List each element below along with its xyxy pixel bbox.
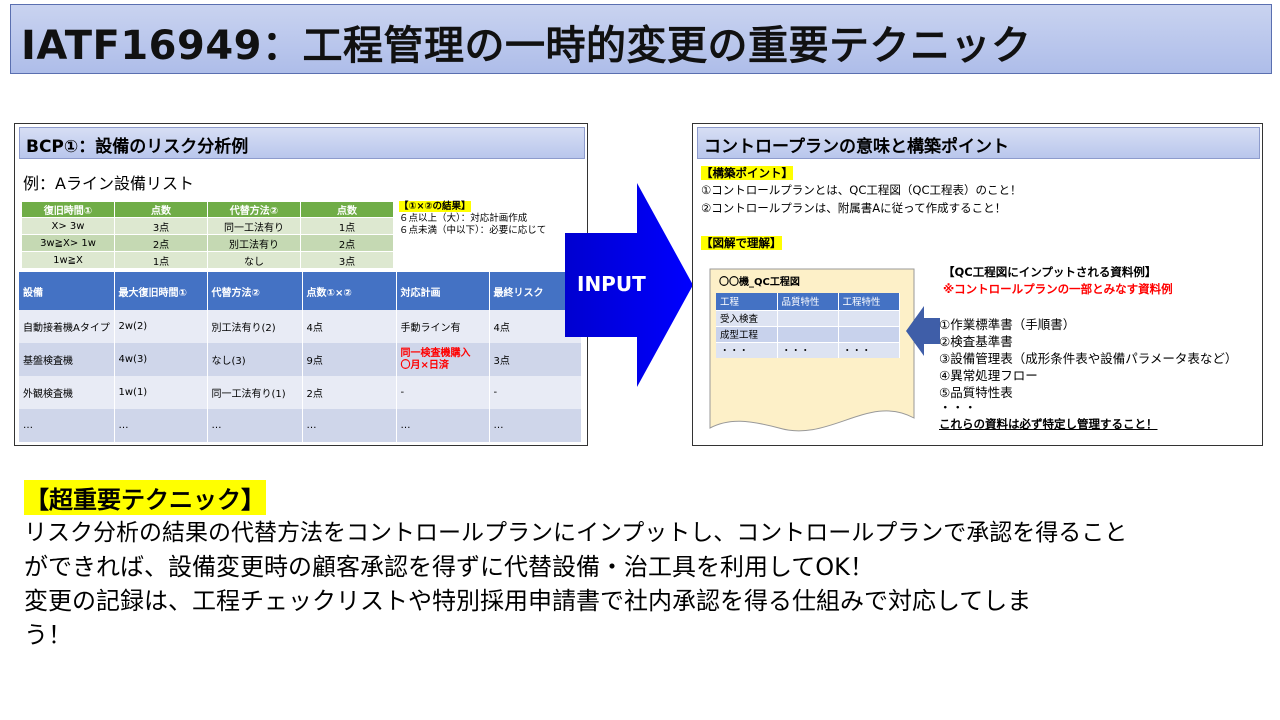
risk-cell: 基盤検査機 [19,343,115,376]
qc-chart-title: 〇〇機_QC工程図 [719,277,800,288]
score-header: 代替方法② [207,201,301,218]
risk-cell: … [489,409,582,442]
technique-line: う！ [24,621,72,649]
risk-cell: … [207,409,303,442]
score-header: 点数 [300,201,394,218]
risk-cell-plan-highlight: 同一検査機購入 〇月×日済 [396,343,490,376]
risk-cell: 9点 [302,343,397,376]
qc-header: 工程 [716,293,778,310]
risk-cell: 4w(3) [114,343,208,376]
score-cell: 2点 [300,234,394,252]
risk-cell: … [302,409,397,442]
result-note: 【①×②の結果】 ６点以上（大）：対応計画作成 ６点未満（中以下）：必要に応じて [399,201,546,237]
score-cell: X> 3w [21,217,115,235]
qc-header: 工程特性 [838,293,900,310]
risk-cell: 2w(2) [114,310,208,343]
risk-header: 代替方法② [207,272,303,310]
qc-cell: 成型工程 [716,325,778,342]
score-header: 復旧時間① [21,201,115,218]
technique-line: 変更の記録は、工程チェックリストや特別採用申請書で社内承認を得る仕組みで対応して… [24,587,1032,615]
result-line: ６点以上（大）：対応計画作成 [399,213,528,224]
risk-cell: 別工法有り(2) [207,310,303,343]
control-plan-header: コントロープランの意味と構築ポイント [697,127,1260,159]
score-cell: 同一工法有り [207,217,301,235]
input-heading: 【QC工程図にインプットされる資料例】 [943,265,1157,279]
score-cell: 3点 [114,217,208,235]
point-heading: 【構築ポイント】 [701,166,793,180]
point-line: ②コントロールプランは、附属書Aに従って作成すること！ [701,201,1007,215]
technique-body: リスク分析の結果の代替方法をコントロールプランにインプットし、コントロールプラン… [24,516,1264,652]
result-heading: 【①×②の結果】 [399,201,471,212]
example-label: 例：Aライン設備リスト [23,174,194,193]
control-plan-panel: コントロープランの意味と構築ポイント 【構築ポイント】 ①コントロールプランとは… [692,123,1263,446]
risk-cell: … [19,409,115,442]
risk-cell: 2点 [302,376,397,409]
input-item: ⑤品質特性表 [939,385,1013,400]
input-note: ※コントロールプランの一部とみなす資料例 [943,282,1173,296]
risk-cell: - [396,376,490,409]
score-cell: 3w≧X> 1w [21,234,115,252]
risk-table: 設備 最大復旧時間① 代替方法② 点数①×② 対応計画 最終リスク 自動接着機A… [19,272,582,442]
qc-cell: ・・・ [838,341,900,358]
result-line: ６点未満（中以下）：必要に応じて [399,225,547,236]
score-cell: 2点 [114,234,208,252]
risk-header: 設備 [19,272,115,310]
risk-cell: 3点 [489,343,582,376]
bcp-panel-header: BCP①：設備のリスク分析例 [19,127,585,159]
risk-cell: 4点 [302,310,397,343]
risk-cell: 同一工法有り(1) [207,376,303,409]
title-bar: IATF16949：工程管理の一時的変更の重要テクニック [10,4,1272,74]
risk-cell: なし(3) [207,343,303,376]
closing-note: これらの資料は必ず特定し管理すること！ [939,417,1158,431]
qc-cell [838,325,900,342]
input-item: ④異常処理フロー [939,368,1038,383]
qc-cell: ・・・ [716,341,778,358]
diagram-heading: 【図解で理解】 [701,236,782,250]
qc-cell: 受入検査 [716,309,778,326]
page-title: IATF16949：工程管理の一時的変更の重要テクニック [21,23,1032,69]
input-item: ①作業標準書（手順書） [939,317,1076,332]
input-item: ・・・ [939,400,977,415]
risk-header: 対応計画 [396,272,490,310]
qc-table: 工程 品質特性 工程特性 受入検査 成型工程 ・・・ ・・・ ・・・ [716,293,900,358]
risk-cell: - [489,376,582,409]
risk-cell: 自動接着機Aタイプ [19,310,115,343]
technique-line: ができれば、設備変更時の顧客承認を得ずに代替設備・治工具を利用してOK！ [24,553,874,581]
qc-cell [777,325,839,342]
point-line: ①コントロールプランとは、QC工程図（QC工程表）のこと！ [701,183,1022,197]
input-arrow-icon [565,183,693,387]
score-cell: 1w≧X [21,251,115,269]
technique-line: リスク分析の結果の代替方法をコントロールプランにインプットし、コントロールプラン… [24,520,1128,546]
risk-cell: … [114,409,208,442]
risk-header: 点数①×② [302,272,397,310]
score-cell: なし [207,251,301,269]
left-arrow-icon [906,306,940,356]
risk-header: 最大復旧時間① [114,272,208,310]
control-plan-title: コントロープランの意味と構築ポイント [704,137,1009,157]
qc-header: 品質特性 [777,293,839,310]
bcp-panel-title: BCP①：設備のリスク分析例 [26,137,249,157]
qc-cell: ・・・ [777,341,839,358]
qc-cell [777,309,839,326]
input-item: ③設備管理表（成形条件表や設備パラメータ表など） [939,351,1238,366]
score-table: 復旧時間① 点数 代替方法② 点数 X> 3w 3点 同一工法有り 1点 3w≧… [21,201,394,269]
bcp-risk-panel: BCP①：設備のリスク分析例 例：Aライン設備リスト 復旧時間① 点数 代替方法… [14,123,588,446]
score-cell: 別工法有り [207,234,301,252]
input-arrow-label: INPUT [577,272,646,296]
technique-label: 【超重要テクニック】 [24,480,266,515]
score-cell: 1点 [114,251,208,269]
risk-cell: … [396,409,490,442]
risk-cell: 1w(1) [114,376,208,409]
score-cell: 3点 [300,251,394,269]
score-cell: 1点 [300,217,394,235]
risk-cell: 外観検査機 [19,376,115,409]
qc-cell [838,309,900,326]
input-item: ②検査基準書 [939,334,1013,349]
risk-cell: 手動ライン有 [396,310,490,343]
score-header: 点数 [114,201,208,218]
